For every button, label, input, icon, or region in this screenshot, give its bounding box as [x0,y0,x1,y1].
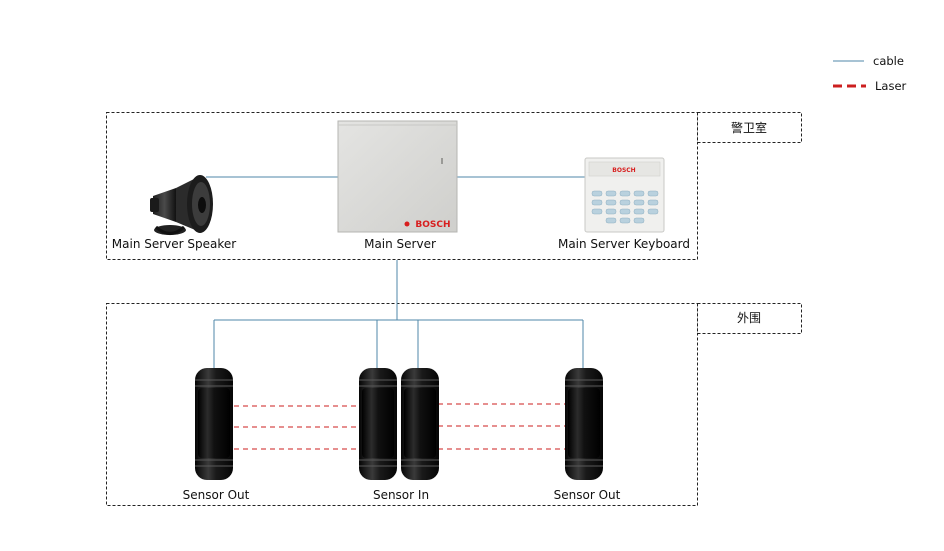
laser-beams [234,403,566,450]
server-brand: BOSCH [415,220,450,230]
sensor-out-right-label: Sensor Out [554,488,621,502]
sensor-icon [359,368,397,480]
perimeter-label: 外围 [737,311,761,325]
sensor-icon [401,368,439,480]
sensor-in-label: Sensor In [373,488,429,502]
keyboard-brand: BOSCH [612,167,635,174]
sensor-icon [565,368,603,480]
keypad-icon: BOSCH [584,157,665,233]
guard-room-frame [106,112,698,260]
guard-room-zone: 警卫室 [106,112,802,260]
legend-laser-label: Laser [875,79,907,93]
legend: cable Laser [833,54,907,93]
speaker-label: Main Server Speaker [112,237,237,251]
server-cabinet-icon: BOSCH [337,120,458,233]
perimeter-tag [697,303,802,334]
perimeter-frame [106,303,698,506]
sensor-out-left-label: Sensor Out [183,488,250,502]
guard-room-tag [697,112,802,143]
guard-room-label: 警卫室 [731,120,767,135]
speaker-icon [150,175,213,235]
keyboard-label: Main Server Keyboard [558,237,690,251]
legend-cable-label: cable [873,54,904,68]
sensor-icon [195,368,233,480]
cable-network [206,176,585,368]
server-label: Main Server [364,237,436,251]
perimeter-zone: 外围 [106,303,802,506]
